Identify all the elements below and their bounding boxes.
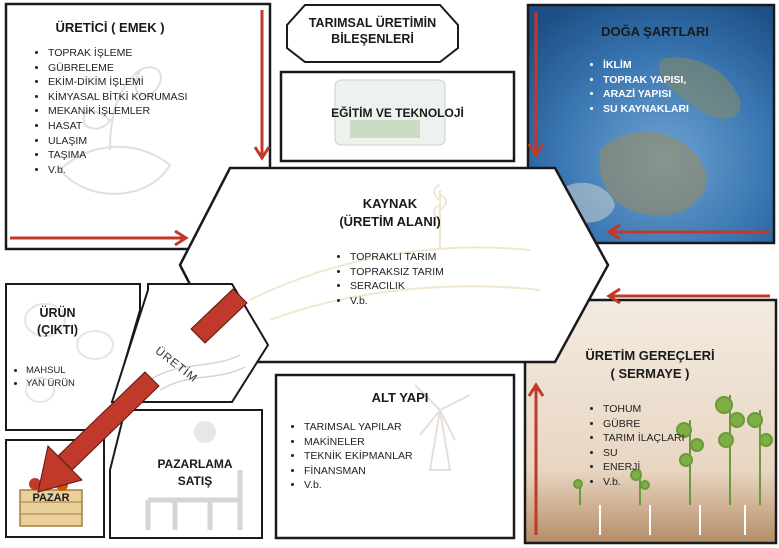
arrow-uretici-right-head: [174, 229, 189, 247]
sermaye-title-line2: ( SERMAYE ): [610, 366, 690, 381]
sermaye-title-line1: ÜRETİM GEREÇLERİ: [585, 348, 715, 363]
urun-list: MAHSUL YAN ÜRÜN: [14, 364, 75, 390]
list-item: TOPRAKLI TARIM: [350, 250, 444, 265]
kaynak-title-line1: KAYNAK: [362, 196, 418, 211]
seller-image: [145, 421, 243, 530]
sermaye-panel: [523, 298, 778, 545]
uretici-list: TOPRAK İŞLEME GÜBRELEME EKİM-DİKİM İŞLEM…: [30, 46, 187, 177]
hands-image: [58, 66, 172, 195]
list-item: TOPRAK İŞLEME: [48, 46, 187, 61]
list-item: TARIM İLAÇLARI: [603, 431, 685, 446]
list-item: SERACILIK: [350, 279, 444, 294]
diagram-title: TARIMSAL ÜRETİMİN BİLEŞENLERİ: [308, 16, 437, 46]
title-banner: [286, 4, 459, 63]
list-item: V.b.: [304, 478, 413, 493]
list-item: ULAŞIM: [48, 134, 187, 149]
pazar-label: PAZAR: [32, 492, 70, 504]
doga-list: İKLİM TOPRAK YAPISI, ARAZİ YAPISI SU KAY…: [585, 58, 689, 116]
urun-title-line1: ÜRÜN: [39, 306, 76, 320]
egitim-panel: [279, 70, 516, 163]
alt-yapi-panel: [274, 373, 516, 540]
kaynak-hexagon: [178, 166, 610, 364]
list-item: SU: [603, 446, 685, 461]
pazarlama-line2: SATIŞ: [177, 474, 213, 488]
plants-image: [525, 300, 776, 543]
crate-image: [19, 476, 83, 527]
list-item: MEKANİK İŞLEMLER: [48, 104, 187, 119]
pazarlama-line1: PAZARLAMA: [157, 457, 233, 471]
red-arrows: [10, 10, 770, 535]
vegetables-image: [24, 303, 114, 403]
arrow-doga-left-head: [606, 223, 621, 241]
list-item: TOPRAK YAPISI,: [603, 73, 689, 88]
doga-panel: [526, 3, 776, 245]
sermaye-title: ÜRETİM GEREÇLERİ ( SERMAYE ): [555, 347, 745, 383]
swirl-image: [149, 354, 246, 391]
sermaye-list: TOHUM GÜBRE TARIM İLAÇLARI SU ENERJİ V.b…: [585, 402, 685, 490]
arrow-sermaye-left-head: [606, 287, 621, 305]
list-item: ENERJİ: [603, 460, 685, 475]
list-item: MAHSUL: [26, 364, 75, 377]
list-item: MAKİNELER: [304, 435, 413, 450]
list-item: V.b.: [48, 163, 187, 178]
kaynak-title-line2: (ÜRETİM ALANI): [339, 214, 441, 229]
list-item: YAN ÜRÜN: [26, 377, 75, 390]
arrow-uretici-down-head: [253, 146, 271, 161]
list-item: KİMYASAL BİTKİ KORUMASI: [48, 90, 187, 105]
list-item: V.b.: [603, 475, 685, 490]
urun-title-line2: (ÇIKTI): [37, 323, 78, 337]
pazarlama-title: PAZARLAMA SATIŞ: [140, 456, 250, 490]
wheat-image: [249, 184, 541, 321]
list-item: FİNANSMAN: [304, 464, 413, 479]
list-item: İKLİM: [603, 58, 689, 73]
pazarlama-panel: [109, 409, 263, 539]
list-item: EKİM-DİKİM İŞLEMİ: [48, 75, 187, 90]
doga-title: DOĞA ŞARTLARI: [601, 24, 709, 39]
arrow-sermaye-up-head: [527, 382, 545, 397]
windmill-image: [414, 384, 471, 471]
egitim-title: EĞİTİM VE TEKNOLOJİ: [331, 106, 464, 120]
arrow-doga-down-head: [527, 143, 545, 158]
uretici-title: ÜRETİCİ ( EMEK ): [55, 20, 165, 35]
list-item: TEKNİK EKİPMANLAR: [304, 449, 413, 464]
kaynak-list: TOPRAKLI TARIM TOPRAKSIZ TARIM SERACILIK…: [332, 250, 444, 308]
list-item: TOHUM: [603, 402, 685, 417]
kaynak-title: KAYNAK (ÜRETİM ALANI): [320, 195, 460, 231]
list-item: TOPRAKSIZ TARIM: [350, 265, 444, 280]
list-item: TAŞIMA: [48, 148, 187, 163]
list-item: GÜBRE: [603, 417, 685, 432]
uretici-panel: [4, 2, 272, 251]
alt-yapi-list: TARIMSAL YAPILAR MAKİNELER TEKNİK EKİPMA…: [286, 420, 413, 493]
urun-title: ÜRÜN (ÇIKTI): [20, 305, 95, 339]
list-item: GÜBRELEME: [48, 61, 187, 76]
list-item: TARIMSAL YAPILAR: [304, 420, 413, 435]
list-item: V.b.: [350, 294, 444, 309]
alt-yapi-title: ALT YAPI: [371, 390, 429, 405]
tech-image: [334, 79, 446, 146]
list-item: SU KAYNAKLARI: [603, 102, 689, 117]
list-item: ARAZİ YAPISI: [603, 87, 689, 102]
list-item: HASAT: [48, 119, 187, 134]
production-to-market-arrow: [37, 288, 248, 493]
